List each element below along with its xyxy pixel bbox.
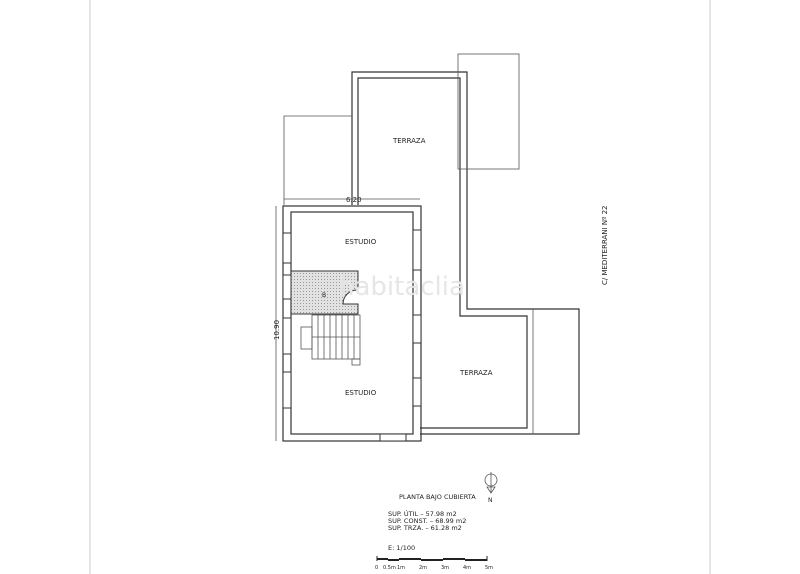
scale-bar: 0 0.5m 1m 2m 3m 4m 5m bbox=[375, 556, 493, 571]
north-arrow-icon: N bbox=[484, 472, 498, 504]
terrace-top-wall bbox=[351, 71, 580, 435]
studio-block bbox=[282, 205, 422, 442]
scale-tick: 5m bbox=[485, 565, 493, 571]
legend-sup-const: SUP. CONST. – 68.99 m2 bbox=[388, 517, 466, 525]
room-label-terraza-top: TERRAZA bbox=[392, 137, 426, 145]
dimension-width-label: 6.20 bbox=[346, 196, 362, 204]
room-label-estudio-bottom: ESTUDIO bbox=[345, 389, 377, 397]
dimension-height-label: 10.90 bbox=[273, 320, 281, 340]
scale-tick: 1m bbox=[397, 565, 405, 571]
dimension-width: 6.20 bbox=[284, 196, 420, 204]
scale-tick: 4m bbox=[463, 565, 471, 571]
top-right-block bbox=[457, 53, 520, 170]
watermark: habitaclia bbox=[338, 272, 465, 302]
scale-tick: 3m bbox=[441, 565, 449, 571]
room-label-estudio-top: ESTUDIO bbox=[345, 238, 377, 246]
staircase bbox=[300, 314, 361, 366]
room-label-terraza-right: TERRAZA bbox=[459, 369, 493, 377]
scale-tick: 0.5m bbox=[383, 565, 396, 571]
legend-scale: E: 1/100 bbox=[388, 544, 415, 552]
scale-tick: 0 bbox=[375, 565, 378, 571]
legend-sup-util: SUP. ÚTIL – 57.98 m2 bbox=[388, 509, 457, 518]
street-label: C/ MEDITERRANI Nº 22 bbox=[601, 205, 609, 285]
dimension-height: 10.90 bbox=[273, 206, 281, 441]
scale-tick: 2m bbox=[419, 565, 427, 571]
room-label-bath: B bbox=[322, 292, 326, 299]
bathroom bbox=[290, 270, 359, 315]
legend-sup-trza: SUP. TRZA. – 61.28 m2 bbox=[388, 524, 462, 532]
legend-title: PLANTA BAJO CUBIERTA bbox=[399, 493, 476, 501]
left-annex bbox=[283, 115, 352, 205]
north-label: N bbox=[488, 497, 493, 504]
